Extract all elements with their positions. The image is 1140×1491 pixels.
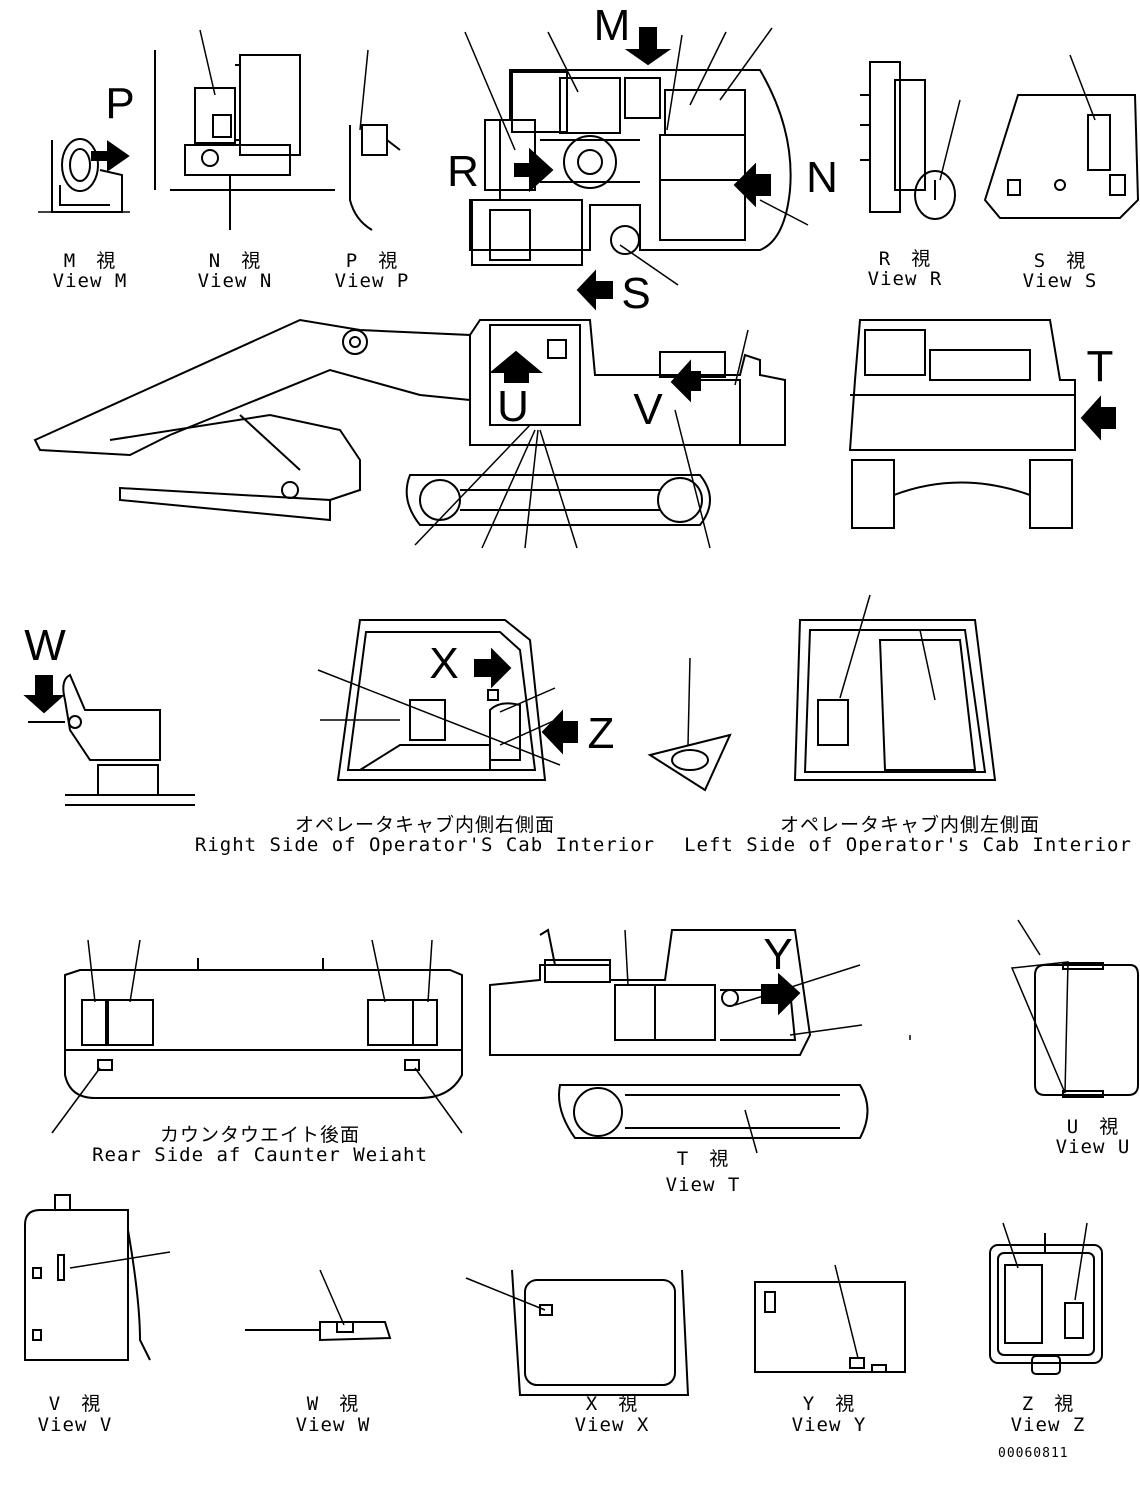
drawing-code: 00060811: [998, 1446, 1069, 1461]
view-w-drawing: [23, 673, 195, 806]
view-m-label-jp: M 視: [63, 250, 117, 272]
counterweight-label-jp: カウンタウエイト後面: [159, 1124, 361, 1146]
view-w-label-en: View W: [295, 1414, 371, 1436]
letter-x: X: [429, 639, 459, 688]
view-t-label-en: View T: [665, 1174, 741, 1196]
view-t-drawing: [489, 928, 911, 1154]
view-s-drawing: [983, 54, 1140, 219]
view-p-drawing: [349, 49, 401, 231]
letter-m: M: [593, 1, 631, 50]
view-m-label-en: View M: [52, 270, 128, 292]
view-x-drawing: [465, 1269, 690, 1396]
plan-view-drawing: [464, 27, 809, 311]
view-s-label-en: View S: [1022, 270, 1098, 292]
view-v-label-en: View V: [37, 1414, 113, 1436]
cab-right-label-jp: オペレータキャブ内側右側面: [294, 814, 556, 836]
letter-y: Y: [763, 930, 793, 979]
counterweight-label-en: Rear Side af Caunter Weiaht: [92, 1144, 428, 1166]
view-r-label-jp: R 視: [878, 248, 932, 270]
cab-left-label-en: Left Side of Operator's Cab Interior: [684, 834, 1132, 856]
view-t-label-jp: T 視: [676, 1148, 730, 1170]
rear-view-excavator: [848, 319, 1116, 529]
letter-n: N: [806, 153, 838, 202]
cab-right-label-en: Right Side of Operator'S Cab Interior: [194, 834, 656, 856]
view-z-label-jp: Z 視: [1021, 1393, 1075, 1415]
view-z-drawing: [989, 1222, 1103, 1375]
view-s-label-jp: S 視: [1033, 250, 1087, 272]
view-w-label-jp: W 視: [306, 1393, 360, 1415]
view-v-drawing: [24, 1194, 171, 1361]
letter-t: T: [1086, 342, 1114, 391]
cab-left-label-jp: オペレータキャブ内側左側面: [779, 814, 1041, 836]
view-z-label-en: View Z: [1010, 1414, 1086, 1436]
letter-z: Z: [587, 709, 615, 758]
view-r-drawing: [860, 61, 961, 220]
view-w-detail-drawing: [245, 1269, 392, 1342]
view-y-label-jp: Y 視: [802, 1393, 856, 1415]
view-u-label-jp: U 視: [1066, 1116, 1120, 1138]
view-v-label-jp: V 視: [48, 1393, 102, 1415]
cab-left-interior: [793, 594, 997, 781]
letter-u: U: [497, 382, 529, 431]
view-x-label-en: View X: [574, 1414, 650, 1436]
letter-p: P: [105, 79, 135, 128]
cab-right-interior: [317, 619, 578, 781]
view-n-drawing: [154, 29, 335, 230]
view-n-label-jp: N 視: [208, 250, 262, 272]
view-x-label-jp: X 視: [585, 1393, 639, 1415]
view-r-label-en: View R: [867, 268, 943, 290]
view-y-label-en: View Y: [791, 1414, 867, 1436]
side-view-excavator: [33, 318, 786, 549]
letter-v: V: [633, 385, 663, 434]
letter-r: R: [447, 147, 479, 196]
view-u-label-en: View U: [1055, 1136, 1131, 1158]
letter-w: W: [24, 621, 66, 670]
view-n-label-en: View N: [197, 270, 273, 292]
view-p-label-jp: P 視: [345, 250, 399, 272]
decal-triangle: [647, 657, 732, 792]
view-u-drawing: [1010, 919, 1139, 1098]
counterweight-drawing: [51, 939, 463, 1134]
view-m-drawing: [38, 138, 130, 213]
letter-s: S: [621, 269, 651, 318]
view-y-drawing: [754, 1264, 906, 1373]
view-p-label-en: View P: [334, 270, 410, 292]
